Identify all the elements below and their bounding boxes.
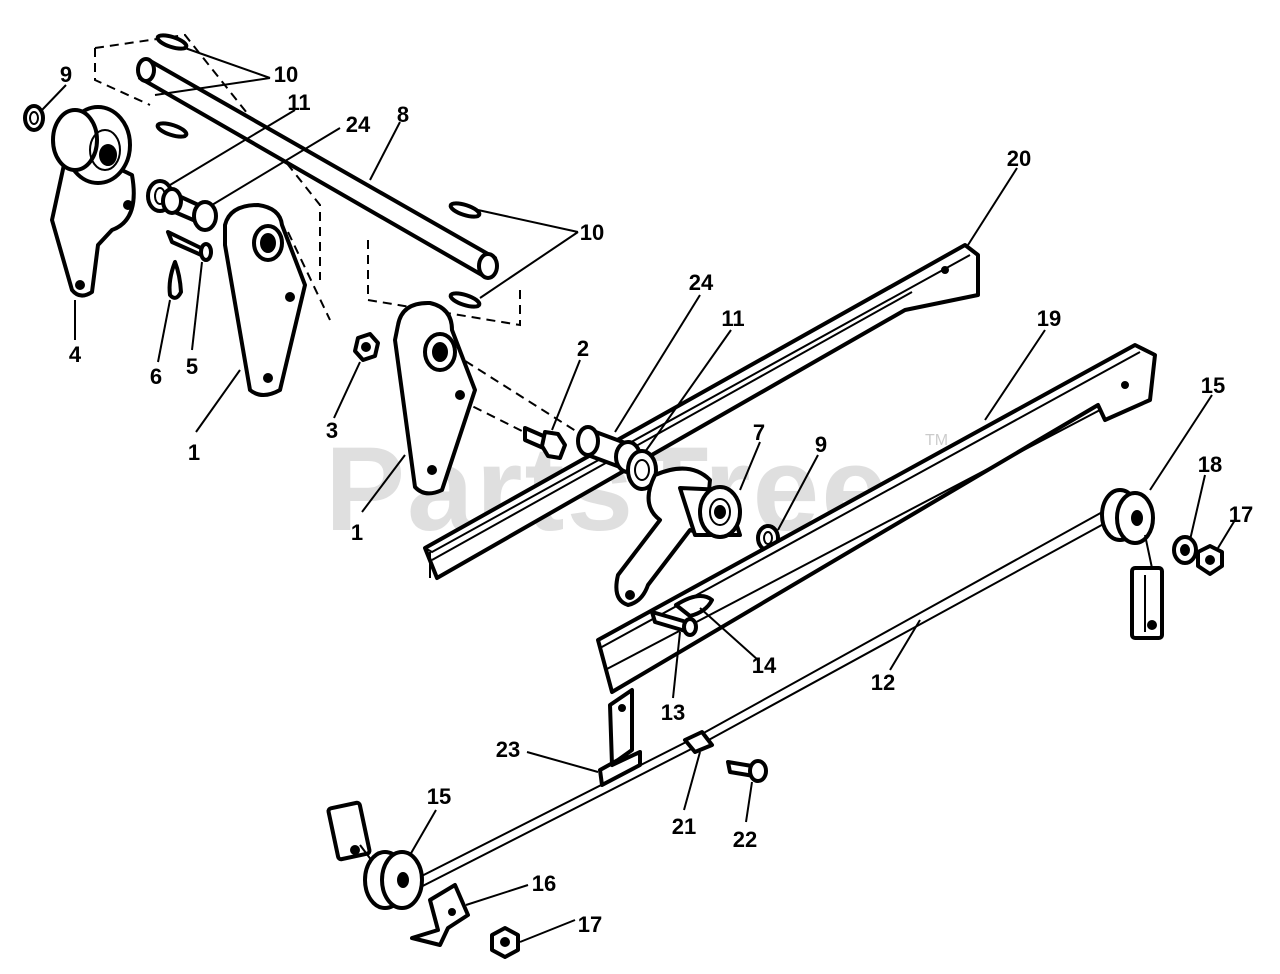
part-3-nut [353, 332, 380, 362]
callouts: 10 9 11 24 8 20 10 24 11 19 4 2 5 6 15 3… [60, 62, 1253, 937]
callout-15-left: 15 [427, 784, 451, 809]
callout-13: 13 [661, 700, 685, 725]
callout-20: 20 [1007, 146, 1031, 171]
part-10-keys [155, 33, 482, 309]
callout-4: 4 [69, 342, 82, 367]
part-15-pulley-upper [1100, 488, 1164, 640]
callout-11-right: 11 [721, 306, 744, 331]
callout-22: 22 [733, 827, 757, 852]
callout-9-left: 9 [60, 62, 72, 87]
callout-14: 14 [752, 653, 777, 678]
callout-3: 3 [326, 418, 338, 443]
callout-10-right: 10 [580, 220, 604, 245]
part-1-bracket-left [223, 203, 307, 397]
part-18-washer [1172, 535, 1198, 565]
callout-5: 5 [186, 354, 198, 379]
callout-2: 2 [577, 336, 589, 361]
callout-10-top: 10 [274, 62, 298, 87]
part-11-washer-right [626, 449, 658, 491]
part-14-clip [674, 594, 714, 618]
callout-11-left: 11 [287, 90, 310, 115]
part-21-clamp [683, 730, 714, 754]
callout-1-left: 1 [188, 440, 200, 465]
callout-12: 12 [871, 670, 895, 695]
part-17-nut-lower [490, 926, 520, 959]
callout-18: 18 [1198, 452, 1222, 477]
part-20-rail [423, 243, 980, 580]
part-16-bracket [410, 883, 470, 947]
callout-1-right: 1 [351, 520, 363, 545]
callout-17-upper: 17 [1229, 502, 1253, 527]
part-24-bushing-left [161, 187, 218, 232]
callout-23: 23 [496, 737, 520, 762]
callout-6: 6 [150, 364, 162, 389]
part-23-bracket [598, 688, 642, 787]
callout-21: 21 [672, 814, 696, 839]
part-17-nut-upper [1196, 544, 1224, 576]
part-5-pin [166, 230, 213, 262]
part-13-pin [650, 610, 698, 637]
part-4-arm-pulley [50, 105, 136, 298]
part-9-washer-left [23, 104, 45, 132]
part-1-bracket-right [393, 300, 477, 496]
callout-24-left: 24 [346, 112, 371, 137]
part-8-shaft [136, 57, 499, 280]
leader-lines [41, 47, 1236, 943]
callout-7: 7 [753, 420, 765, 445]
watermark-trademark: TM [925, 432, 948, 449]
callout-8: 8 [397, 102, 409, 127]
part-7-arm-pulley [614, 466, 742, 607]
callout-24-right: 24 [689, 270, 714, 295]
part-15-pulley-lower [326, 800, 424, 910]
alignment-lines [94, 33, 591, 451]
callout-19: 19 [1037, 306, 1061, 331]
part-22-screw [726, 759, 768, 783]
part-2-bolt [523, 426, 567, 460]
callout-15-right: 15 [1201, 373, 1225, 398]
part-6-cotter-pin [167, 260, 183, 300]
callout-9-right: 9 [815, 432, 827, 457]
callout-16: 16 [532, 871, 556, 896]
callout-17-lower: 17 [578, 912, 602, 937]
